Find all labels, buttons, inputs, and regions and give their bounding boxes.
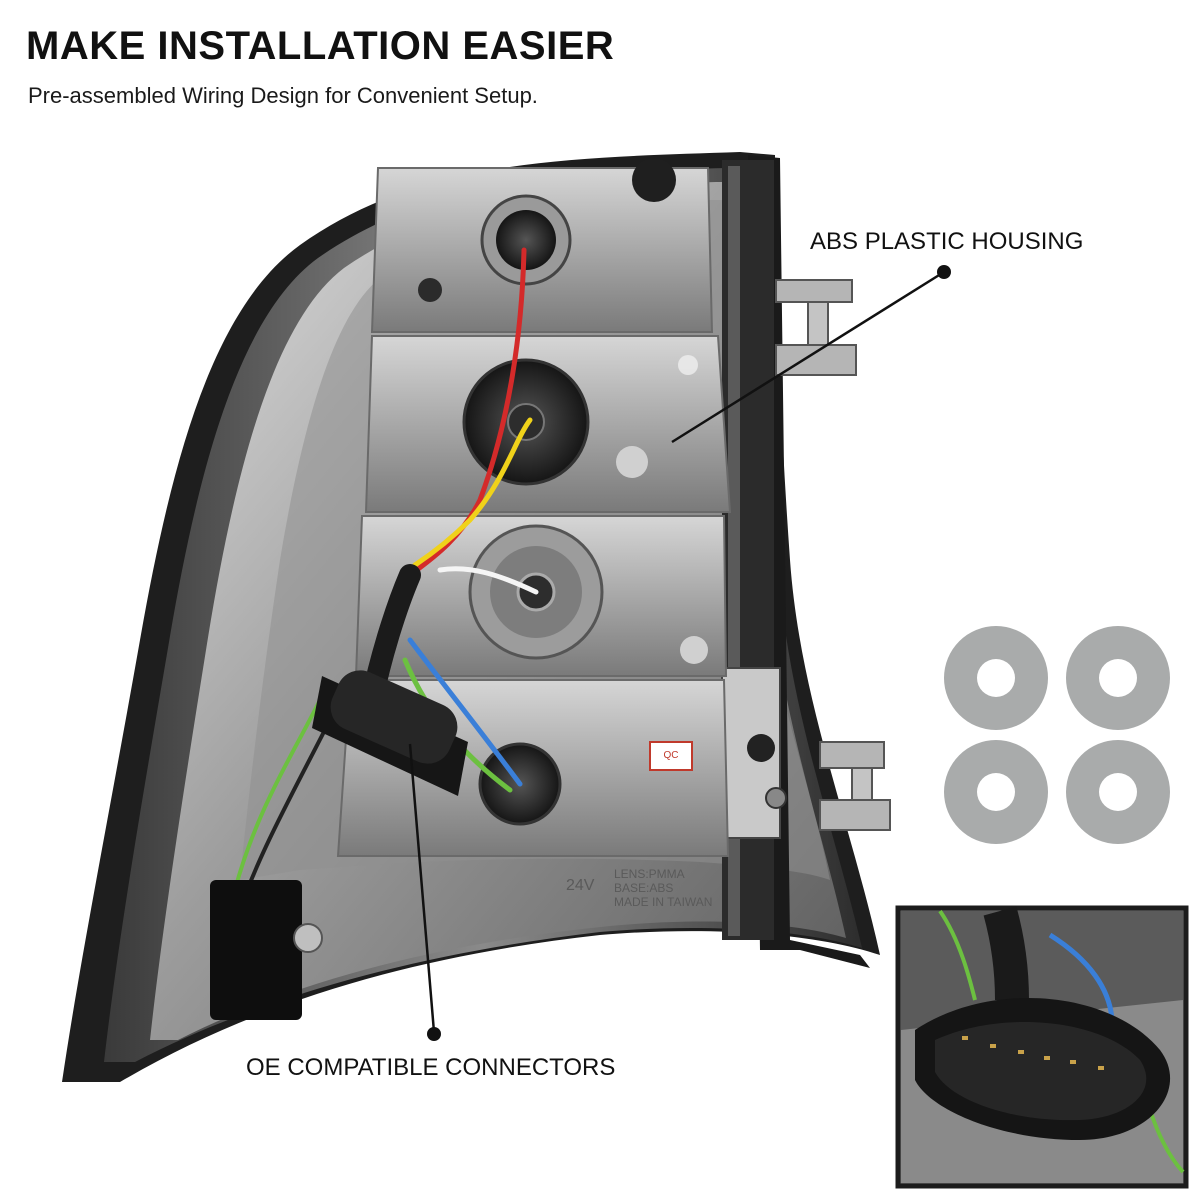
svg-text:BASE:ABS: BASE:ABS <box>614 881 673 895</box>
connector-pins <box>962 1036 1104 1070</box>
oe-plug-connector <box>312 670 468 796</box>
svg-text:24V: 24V <box>566 877 595 894</box>
mold-markings: LENS:PMMA BASE:ABS MADE IN TAIWAN 24V <box>566 867 712 909</box>
washer-1 <box>944 626 1048 730</box>
callout-abs-plastic-housing: ABS PLASTIC HOUSING <box>810 228 1084 255</box>
qc-sticker: QC <box>649 741 693 771</box>
svg-text:MADE IN TAIWAN: MADE IN TAIWAN <box>614 895 712 909</box>
washers <box>944 626 1170 844</box>
washer-3 <box>944 740 1048 844</box>
washer-2 <box>1066 626 1170 730</box>
wiring-module <box>210 880 323 1020</box>
svg-text:QC: QC <box>664 750 679 761</box>
callout-oe-compatible-connectors: OE COMPATIBLE CONNECTORS <box>246 1054 616 1081</box>
callout-leader-connectors <box>408 743 441 1041</box>
washer-4 <box>1066 740 1170 844</box>
page-title: MAKE INSTALLATION EASIER <box>26 24 615 68</box>
mounting-flange <box>721 155 891 968</box>
callout-leader-housing <box>671 265 951 444</box>
connector-closeup-inset <box>895 905 1189 1189</box>
page-subtitle: Pre-assembled Wiring Design for Convenie… <box>28 83 538 108</box>
svg-text:LENS:PMMA: LENS:PMMA <box>614 867 685 881</box>
